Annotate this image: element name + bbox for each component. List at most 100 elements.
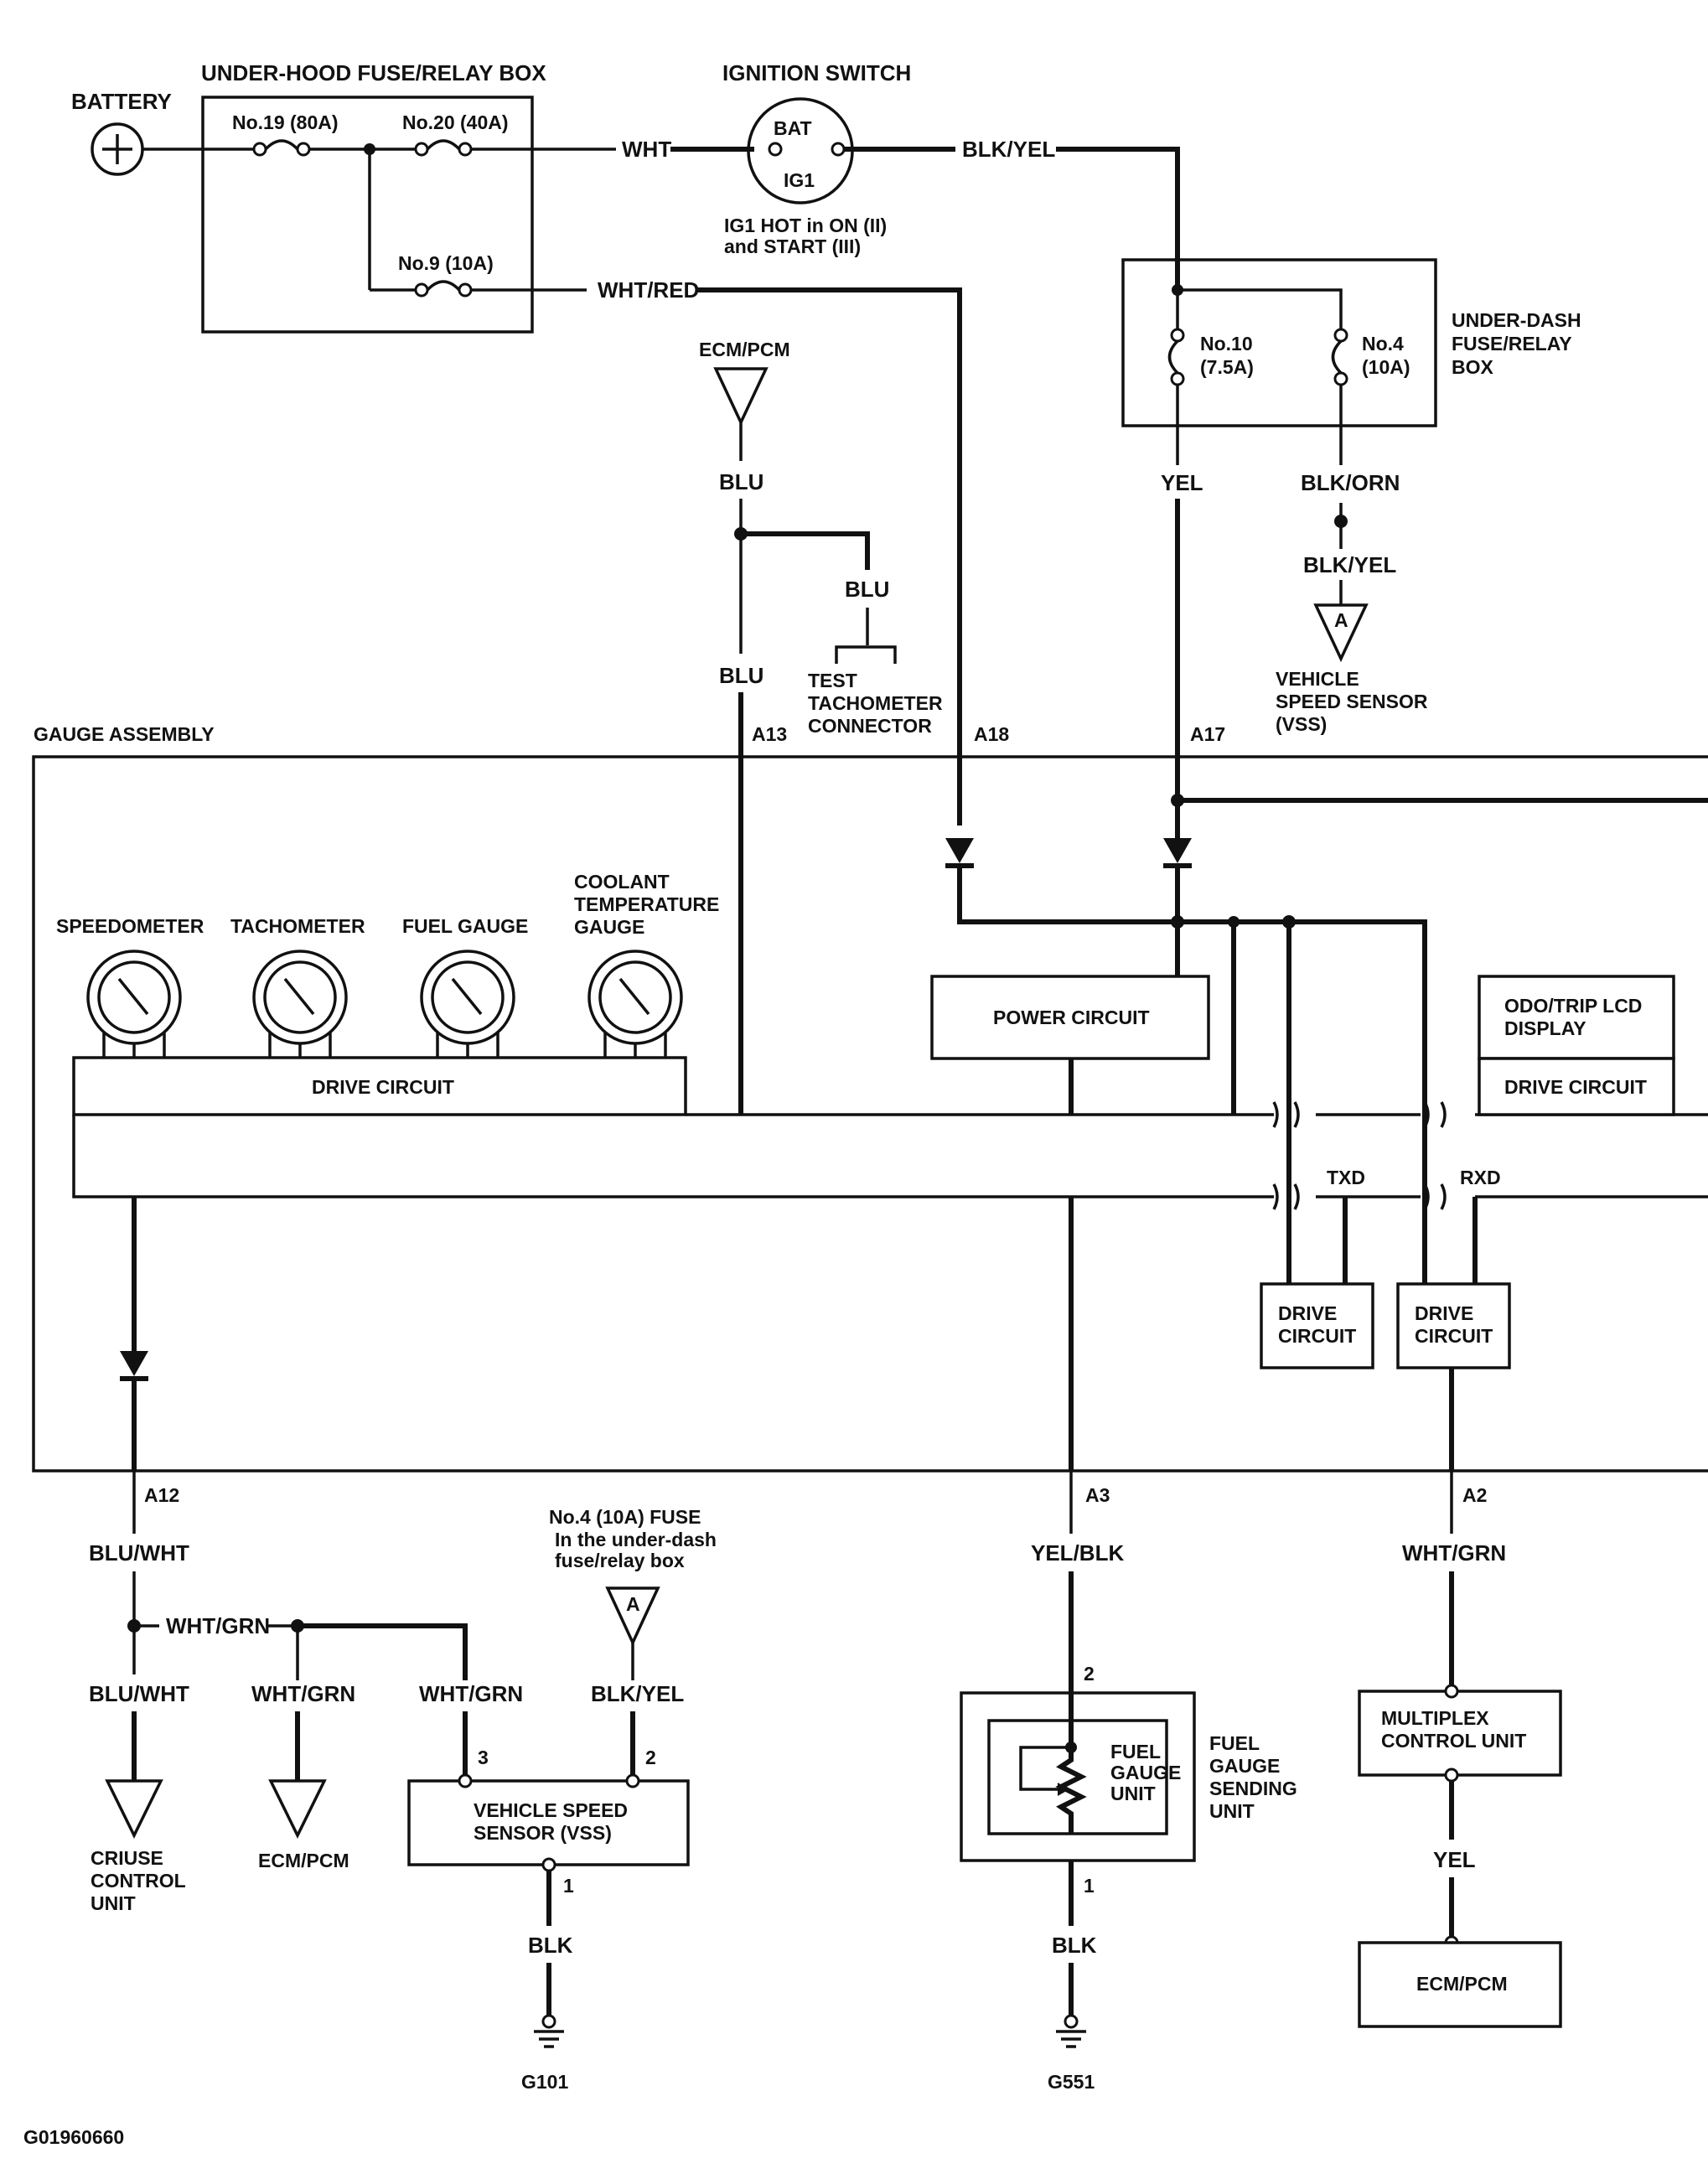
pin-a3-label: A3: [1085, 1484, 1110, 1506]
test-tach-label-3: CONNECTOR: [808, 715, 932, 737]
blu-label-1: BLU: [719, 469, 763, 494]
break-mark-4-icon: [1423, 1183, 1447, 1210]
odo-trip-lcd-box: [1478, 975, 1675, 1060]
underdash-label-3: BOX: [1452, 356, 1494, 378]
vss-box: [407, 1779, 690, 1866]
blu-label-2: BLU: [845, 577, 889, 602]
yel-a17-label: YEL: [1161, 470, 1203, 495]
fuel-unit-label-3: UNIT: [1110, 1783, 1156, 1804]
drive-circuit-txd-box: [1260, 1282, 1374, 1369]
blu-wht-label-1: BLU/WHT: [89, 1540, 189, 1566]
fuse9-icon: [426, 280, 461, 292]
fuse4-icon: [1331, 339, 1343, 375]
fuel-gauge-icon: [420, 950, 515, 1058]
gauge-assembly-outline: [32, 755, 1708, 1473]
vss-feed: BLK/ORN BLK/YEL A VEHICLE SPEED SENSOR (…: [1276, 385, 1428, 735]
drive-txd-label-2: CIRCUIT: [1278, 1325, 1356, 1347]
connector-a-bottom-icon: [605, 1586, 660, 1647]
yel-a17-wire: YEL: [1161, 385, 1708, 922]
underdash-label-1: UNDER-DASH: [1452, 309, 1581, 331]
underhood-fuse-relay-box: UNDER-HOOD FUSE/RELAY BOX No.19 (80A) No…: [201, 60, 546, 334]
vss-pin1-label: 1: [563, 1875, 574, 1897]
ground-g551-icon: [1056, 2014, 1086, 2048]
vss-box-label-1: VEHICLE SPEED: [474, 1799, 628, 1821]
yel-blk-label: YEL/BLK: [1031, 1540, 1124, 1566]
drive-circuit-odo-box: [1478, 1057, 1675, 1116]
vss-bottom: No.4 (10A) FUSE In the under-dash fuse/r…: [407, 1506, 717, 2093]
fuel-sending-unit-box: [960, 1691, 1196, 1862]
blu-wht-label-2: BLU/WHT: [89, 1681, 189, 1706]
fuel-pin1-label: 1: [1084, 1875, 1095, 1897]
fuse20-icon: [426, 139, 461, 151]
pin-a18-label: A18: [974, 723, 1009, 745]
test-tach-connector-icon: [835, 645, 897, 664]
pin-a17-label: A17: [1190, 723, 1225, 745]
ig1-terminal-label: IG1: [784, 169, 815, 191]
odo-label-1: ODO/TRIP LCD: [1504, 995, 1642, 1017]
ecm-blu-wiring: ECM/PCM BLU BLU TEST TACHOMETER CONNECTO…: [699, 339, 943, 1115]
yel-bottom-label: YEL: [1433, 1847, 1476, 1872]
vss-pin2-label: 2: [645, 1747, 656, 1768]
battery: BATTERY: [71, 89, 172, 176]
txd-label: TXD: [1327, 1167, 1365, 1188]
diode-a18-icon: [945, 838, 974, 863]
fuel-send-label-2: GAUGE: [1209, 1755, 1280, 1777]
ig1-note-1: IG1 HOT in ON (II): [724, 215, 887, 236]
vss-pin3-label: 3: [478, 1747, 489, 1768]
ground-g101-icon: [534, 2014, 564, 2048]
fuse-note-3: fuse/relay box: [555, 1550, 685, 1571]
connector-a-icon: [1313, 603, 1369, 663]
odo-label-2: DISPLAY: [1504, 1017, 1586, 1039]
fuel-unit-label-2: GAUGE: [1110, 1762, 1181, 1783]
fuel-unit-label-1: FUEL: [1110, 1741, 1161, 1762]
blk-g101-label: BLK: [528, 1933, 573, 1958]
fuel-send-label-4: UNIT: [1209, 1800, 1255, 1822]
cruise-control-connector-icon: [105, 1779, 163, 1839]
ecm-pcm-bottom-label: ECM/PCM: [1416, 1973, 1508, 1995]
break-mark-2-icon: [1272, 1183, 1300, 1210]
diode-a17-icon: [1163, 838, 1192, 863]
logic-bus-outline: [72, 1115, 1274, 1198]
fuse10-label-1: No.10: [1200, 333, 1253, 355]
wht-grn-branch-label: WHT/GRN: [166, 1613, 270, 1638]
vss-label-2: SPEED SENSOR: [1276, 691, 1428, 712]
drive-circuit-main-box: [72, 1056, 687, 1116]
multiplex-label-2: CONTROL UNIT: [1381, 1730, 1526, 1752]
fuel-pin2-label: 2: [1084, 1663, 1095, 1685]
break-mark-1-icon: [1272, 1101, 1300, 1128]
underdash-box-outline: [1121, 258, 1437, 427]
coolant-label-1: COOLANT: [574, 871, 670, 893]
fuse19-icon: [264, 139, 299, 151]
vss-label-1: VEHICLE: [1276, 668, 1359, 690]
drive-circuit-odo-label: DRIVE CIRCUIT: [1504, 1076, 1647, 1098]
bat-terminal-label: BAT: [774, 117, 812, 139]
multiplex-control-unit-box: [1358, 1690, 1562, 1777]
g551-label: G551: [1048, 2071, 1095, 2093]
ig1-note-2: and START (III): [724, 235, 861, 257]
fuse-note-2: In the under-dash: [555, 1529, 717, 1550]
vss-box-label-2: SENSOR (VSS): [474, 1822, 612, 1844]
battery-label: BATTERY: [71, 89, 172, 114]
drive-txd-label-1: DRIVE: [1278, 1302, 1337, 1324]
blu-label-3: BLU: [719, 663, 763, 688]
fuel-gauge-label: FUEL GAUGE: [402, 915, 528, 937]
pin-a13-label: A13: [752, 723, 787, 745]
cruise-label-2: CONTROL: [91, 1870, 186, 1892]
drive-circuit-main-label: DRIVE CIRCUIT: [312, 1076, 454, 1098]
pin-a2-label: A2: [1462, 1484, 1487, 1506]
power-circuit-label: POWER CIRCUIT: [993, 1007, 1150, 1028]
blk-g551-label: BLK: [1052, 1933, 1097, 1958]
ecm-pcm-bottom-box: [1358, 1941, 1562, 2028]
ignition-switch: IGNITION SWITCH BAT IG1 IG1 HOT in ON (I…: [722, 60, 1180, 285]
fuse20-label: No.20 (40A): [402, 111, 509, 133]
underdash-fuse-relay-box: UNDER-DASH FUSE/RELAY BOX No.10 (7.5A) N…: [1121, 258, 1581, 427]
wht-grn-a2-label: WHT/GRN: [1402, 1540, 1506, 1566]
fuse10-label-2: (7.5A): [1200, 356, 1254, 378]
fuse9-label: No.9 (10A): [398, 252, 494, 274]
multiplex-label-1: MULTIPLEX: [1381, 1707, 1489, 1729]
figure-id: G01960660: [23, 2126, 124, 2148]
tachometer-icon: [252, 950, 348, 1058]
fuse-note-1: No.4 (10A) FUSE: [549, 1506, 701, 1528]
fuel-gauge-unit-box: [987, 1719, 1168, 1835]
